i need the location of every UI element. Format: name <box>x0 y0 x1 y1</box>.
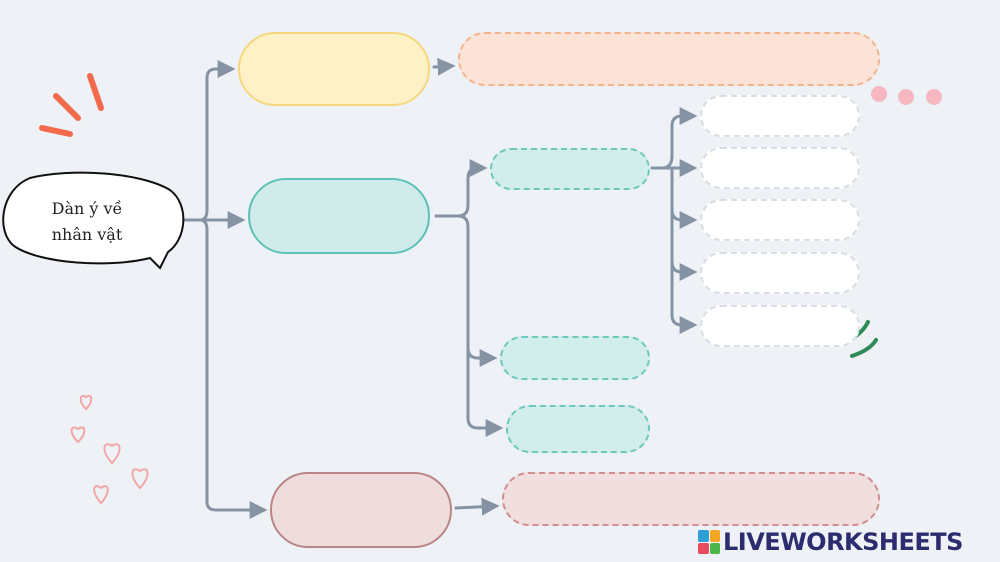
connector-main-top <box>180 60 236 222</box>
connector-sub1-item1 <box>660 107 698 170</box>
brand-watermark: LIVEWORKSHEETS <box>698 528 963 556</box>
branch-top-detail[interactable] <box>458 32 880 86</box>
middle-sub-1[interactable] <box>490 148 650 190</box>
dots-icon <box>871 86 942 105</box>
connector-middle-sub3 <box>466 348 504 437</box>
branch-top-box[interactable] <box>238 32 430 106</box>
branch-bottom-box[interactable] <box>270 472 452 548</box>
logo-tile <box>709 542 720 554</box>
middle-sub-3[interactable] <box>506 405 650 453</box>
connector-top-detail <box>432 57 456 76</box>
central-topic: Dàn ý về nhân vật <box>22 196 152 248</box>
connector-sub1-item3 <box>670 166 698 229</box>
connector-bottom-detail <box>454 497 500 516</box>
brand-logo-icon <box>698 530 720 554</box>
sub-item-5[interactable] <box>700 305 860 347</box>
speech-bubble <box>2 171 185 270</box>
sub-item-4[interactable] <box>700 252 860 294</box>
burst-icon <box>39 73 104 137</box>
logo-tile <box>709 530 720 542</box>
sub-item-3[interactable] <box>700 199 860 241</box>
connector-main-bottom <box>180 218 268 519</box>
branch-middle-box[interactable] <box>248 178 430 254</box>
logo-tile <box>698 530 709 542</box>
central-topic-line1: Dàn ý về <box>51 199 123 218</box>
central-topic-line2: nhân vật <box>51 225 123 244</box>
connector-sub1-item5 <box>670 260 698 334</box>
hearts-icon <box>70 395 149 505</box>
branch-bottom-detail[interactable] <box>502 472 880 526</box>
middle-sub-2[interactable] <box>500 336 650 380</box>
logo-tile <box>698 542 709 554</box>
connector-middle-sub2 <box>456 214 498 367</box>
sub-item-1[interactable] <box>700 95 860 137</box>
sub-item-2[interactable] <box>700 147 860 189</box>
brand-name: LIVEWORKSHEETS <box>723 528 963 556</box>
connector-middle-sub1 <box>434 159 488 218</box>
